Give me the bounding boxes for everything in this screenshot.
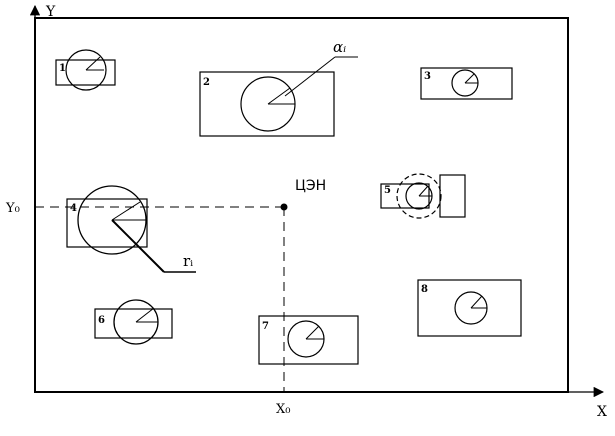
unit-6-label: 6 bbox=[98, 315, 105, 326]
unit-5-rect-right bbox=[439, 174, 466, 218]
unit-3-rect bbox=[420, 67, 513, 100]
unit-1-circle bbox=[65, 49, 107, 91]
unit-8-label: 8 bbox=[421, 284, 428, 295]
unit-5-label: 5 bbox=[384, 185, 391, 196]
unit-4-label: 4 bbox=[70, 203, 77, 214]
unit-4-rect bbox=[66, 198, 148, 248]
radius-label: rᵢ bbox=[183, 252, 193, 270]
unit-7-label: 7 bbox=[262, 321, 269, 332]
unit-5: 5 bbox=[380, 173, 466, 219]
unit-1-sector bbox=[85, 56, 104, 71]
unit-3: 3 bbox=[420, 67, 513, 100]
unit-8-sector bbox=[470, 295, 487, 309]
unit-2: 2 bbox=[199, 71, 335, 137]
alpha-leader-line bbox=[284, 56, 336, 97]
load-center-label: ЦЭН bbox=[295, 178, 326, 194]
unit-2-sector bbox=[267, 87, 295, 105]
unit-5-sector bbox=[418, 185, 432, 197]
unit-7-rect bbox=[258, 315, 359, 365]
load-center-point bbox=[280, 203, 288, 211]
unit-1-label: 1 bbox=[59, 63, 66, 74]
unit-2-rect bbox=[199, 71, 335, 137]
alpha-label: αᵢ bbox=[333, 38, 346, 56]
unit-6: 6 bbox=[94, 299, 173, 345]
y0-label: Y₀ bbox=[5, 201, 20, 216]
unit-6-sector bbox=[135, 307, 158, 323]
unit-7-sector bbox=[305, 325, 324, 340]
x0-label: X₀ bbox=[276, 402, 290, 417]
y-axis-label: Y bbox=[45, 4, 56, 20]
unit-1-rect bbox=[55, 59, 116, 86]
unit-4: 4 bbox=[66, 185, 148, 255]
radius-leader-line bbox=[111, 219, 165, 273]
unit-5-dashed-circle bbox=[396, 173, 442, 219]
unit-2-label: 2 bbox=[203, 77, 210, 88]
unit-3-sector bbox=[464, 73, 478, 84]
x-axis-label: X bbox=[597, 404, 607, 420]
unit-7: 7 bbox=[258, 315, 359, 365]
unit-4-sector bbox=[111, 201, 146, 221]
unit-3-label: 3 bbox=[424, 71, 431, 82]
unit-8: 8 bbox=[417, 279, 522, 337]
unit-1: 1 bbox=[55, 49, 116, 91]
unit-8-rect bbox=[417, 279, 522, 337]
unit-6-rect bbox=[94, 308, 173, 339]
